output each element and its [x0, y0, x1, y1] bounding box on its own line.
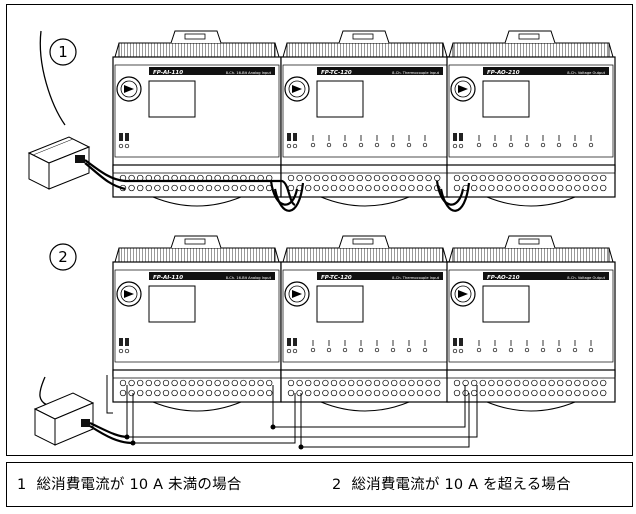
module-label: FP-AI-110: [153, 275, 183, 281]
panel-2-label-circle: [49, 243, 77, 271]
module-sublabel: 8-Ch. 16-Bit Analog Input: [226, 71, 272, 75]
module-sublabel: 8-Ch. Thermocouple Input: [392, 276, 439, 280]
panel-2: 2 FP-AI-110 8-Ch. 16-Bit Analog Input FP-T…: [33, 235, 616, 450]
panel-2-label: 2: [58, 248, 68, 266]
module-sublabel: 8-Ch. Voltage Output: [567, 71, 605, 75]
caption-item-1-number: 1: [17, 477, 27, 493]
io-module-1-2: FP-TC-120 8-Ch. Thermocouple Input: [280, 30, 450, 207]
module-label: FP-TC-120: [321, 70, 352, 76]
figure-caption: 1 総消費電流が 10 A 未満の場合 2 総消費電流が 10 A を超える場合: [6, 462, 633, 507]
io-module-2-3: FP-AO-210 8-Ch. Voltage Output: [446, 235, 616, 412]
module-label: FP-AI-110: [153, 70, 183, 76]
io-module-2-2: FP-TC-120 8-Ch. Thermocouple Input: [280, 235, 450, 412]
caption-item-1: 1 総消費電流が 10 A 未満の場合: [17, 473, 242, 494]
panel-1-label: 1: [58, 43, 68, 61]
module-sublabel: 8-Ch. Thermocouple Input: [392, 71, 439, 75]
caption-item-2-number: 2: [332, 477, 342, 493]
module-label: FP-AO-210: [487, 275, 520, 281]
module-sublabel: 8-Ch. 16-Bit Analog Input: [226, 276, 272, 280]
caption-item-2: 2 総消費電流が 10 A を超える場合: [332, 473, 571, 494]
module-sublabel: 8-Ch. Voltage Output: [567, 276, 605, 280]
power-supply-2: [33, 376, 134, 446]
power-supply-1: [27, 30, 296, 207]
module-label: FP-TC-120: [321, 275, 352, 281]
io-module-2-1: FP-AI-110 8-Ch. 16-Bit Analog Input: [112, 235, 282, 412]
caption-item-1-text: 総消費電流が 10 A 未満の場合: [36, 477, 242, 493]
io-module-1-3: FP-AO-210 8-Ch. Voltage Output: [446, 30, 616, 207]
panel-1-label-circle: [49, 38, 77, 66]
panel-1: 1 FP-AI-110 8-Ch. 16-Bit Analog Input FP-T…: [27, 30, 616, 212]
module-label: FP-AO-210: [487, 70, 520, 76]
io-module-1-1: FP-AI-110 8-Ch. 16-Bit Analog Input: [112, 30, 282, 207]
caption-item-2-text: 総消費電流が 10 A を超える場合: [351, 477, 571, 493]
panel-2-power-wiring: [106, 375, 478, 448]
